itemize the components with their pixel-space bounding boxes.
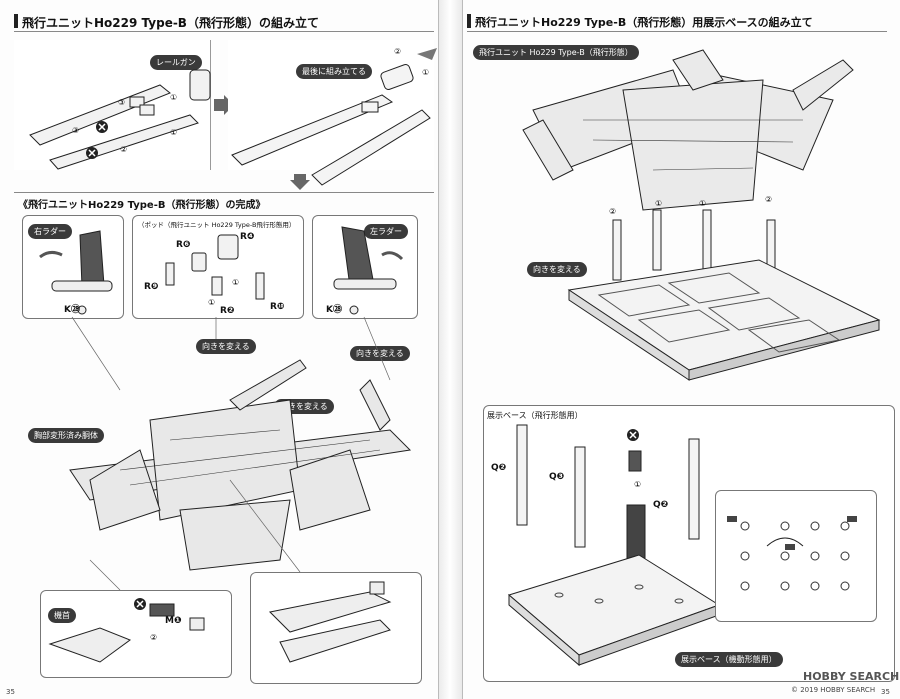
r10-label: R❿ xyxy=(270,302,285,312)
m1-label: M❶ xyxy=(165,616,182,626)
display-base-label: 展示ベース（飛行形態用） xyxy=(487,411,583,420)
r4-label: R❹ xyxy=(240,232,255,242)
r2-label: R❷ xyxy=(220,306,235,316)
pod-label: （ポッド（飛行ユニット Ho229 Type-B飛行形態用） xyxy=(138,221,296,229)
k28-left-label: K㉘ xyxy=(326,305,342,315)
change-direction-label-3: 向きを変える xyxy=(350,346,410,361)
svg-text:③: ③ xyxy=(72,126,79,135)
svg-text:②: ② xyxy=(394,47,401,56)
book-gutter xyxy=(438,0,462,699)
svg-text:②: ② xyxy=(609,207,616,216)
down-arrow xyxy=(290,174,310,190)
mobile-base-illustration xyxy=(727,516,857,591)
change-direction-label-1: 向きを変える xyxy=(196,339,256,354)
left-page: 飛行ユニットHo229 Type-B（飛行形態）の組み立て レールガン ③ ① ③… xyxy=(0,0,439,699)
watermark-logo: HOBBY SEARCH xyxy=(803,670,900,683)
svg-text:①: ① xyxy=(208,298,215,307)
svg-text:②: ② xyxy=(765,195,772,204)
svg-text:②: ② xyxy=(120,145,127,154)
svg-text:①: ① xyxy=(634,480,641,489)
stand-posts-illustration: ② ① ① ② xyxy=(609,195,776,281)
right-title-bar xyxy=(467,14,471,28)
right-rudder-label: 右ラダー xyxy=(28,224,72,239)
k28-right-label: K㉘ xyxy=(64,305,80,315)
q2-right-label: Q❷ xyxy=(653,500,669,510)
unit-label: 飛行ユニット Ho229 Type-B（飛行形態） xyxy=(473,45,639,60)
svg-text:①: ① xyxy=(655,199,662,208)
body-label: 胸部変形済み胴体 xyxy=(28,428,104,443)
pod-box xyxy=(132,215,304,319)
nose-label: 機首 xyxy=(48,608,76,623)
r6-label: R❻ xyxy=(176,240,191,250)
section1-title-bar xyxy=(14,14,18,28)
flight-unit-illustration xyxy=(522,49,854,211)
railgun-label: レールガン xyxy=(150,55,202,70)
aircraft-main-illustration xyxy=(69,359,412,571)
title-underline xyxy=(14,31,434,32)
right-page: 飛行ユニットHo229 Type-B（飛行形態）用展示ベースの組み立て 飛行ユニ… xyxy=(462,0,900,699)
section2-title: 《飛行ユニットHo229 Type-B（飛行形態）の完成》 xyxy=(18,200,266,211)
q3-label: Q❸ xyxy=(549,472,565,482)
right-page-number: 35 xyxy=(881,688,890,696)
svg-text:①: ① xyxy=(170,128,177,137)
right-section-title: 飛行ユニットHo229 Type-B（飛行形態）用展示ベースの組み立て xyxy=(475,16,813,29)
left-page-number: 35 xyxy=(6,688,15,696)
svg-text:③: ③ xyxy=(118,98,125,107)
detail-illustration xyxy=(268,581,392,663)
svg-text:①: ① xyxy=(170,93,177,102)
q2-left-label: Q❷ xyxy=(491,463,507,473)
svg-text:②: ② xyxy=(150,633,157,642)
svg-text:①: ① xyxy=(232,278,239,287)
right-title-underline xyxy=(467,31,887,32)
assemble-last-label: 最後に組み立てる xyxy=(296,64,372,79)
railgun-parts-illustration: ③ ① ③ ② ① xyxy=(29,69,211,170)
base-plate-illustration xyxy=(567,259,881,381)
change-direction-label: 向きを変える xyxy=(527,262,587,277)
r9-label: R❾ xyxy=(144,282,159,292)
right-rudder-illustration xyxy=(39,230,113,315)
nose-illustration: ② xyxy=(48,598,205,663)
left-rudder-illustration xyxy=(333,226,404,315)
callout-lines xyxy=(71,316,391,591)
pod-parts-illustration: ①① xyxy=(165,234,265,307)
svg-text:①: ① xyxy=(422,68,429,77)
detail-box xyxy=(250,572,422,684)
display-base-mobile-label: 展示ベース（機動形態用） xyxy=(675,652,783,667)
railgun-assembly-illustration: ②① xyxy=(231,47,437,186)
section1-title: 飛行ユニットHo229 Type-B（飛行形態）の組み立て xyxy=(22,16,319,30)
section2-rule xyxy=(14,192,434,193)
display-base-parts-illustration: ① xyxy=(507,424,721,667)
left-rudder-label: 左ラダー xyxy=(364,224,408,239)
svg-text:①: ① xyxy=(699,199,706,208)
watermark-copyright: © 2019 HOBBY SEARCH xyxy=(791,686,876,694)
